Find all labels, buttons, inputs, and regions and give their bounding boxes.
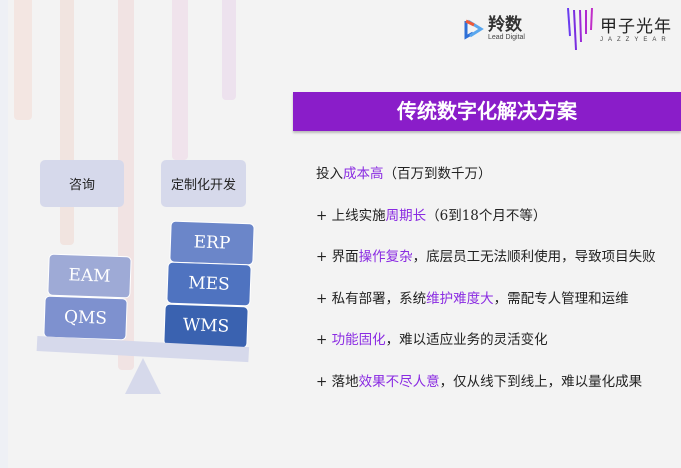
custom-dev-label: 定制化开发: [161, 160, 246, 207]
pain-point-item: 投入成本高（百万到数千万）: [316, 162, 656, 204]
block-mes: MES: [166, 261, 252, 307]
highlight-text: 周期长: [385, 207, 427, 224]
jazzyear-sub: JAZZYEAR: [600, 37, 671, 43]
lingshu-logo: 羚数 Lead Digital: [462, 16, 525, 41]
pain-points-list: 投入成本高（百万到数千万）+ 上线实施周期长（6到18个月不等）+ 界面操作复杂…: [316, 162, 656, 411]
highlight-text: 功能固化: [331, 332, 386, 348]
pain-point-item: + 上线实施周期长（6到18个月不等）: [316, 204, 656, 246]
highlight-text: 效果不尽人意: [358, 373, 440, 390]
point-text: （6到18个月不等）: [426, 207, 547, 224]
point-text: ，需配专人管理和运维: [493, 290, 629, 307]
highlight-text: 成本高: [343, 166, 384, 182]
jazzyear-name: 甲子光年: [600, 17, 672, 37]
jazzyear-logo: 甲子光年 JAZZYEAR: [566, 8, 672, 52]
point-text: 投入: [316, 166, 343, 182]
pain-point-item: + 界面操作复杂，底层员工无法顺利使用，导致项目失败: [316, 245, 656, 287]
point-text: 落地: [331, 373, 359, 390]
page-title: 传统数字化解决方案: [293, 92, 681, 131]
decor-spike: [222, 0, 236, 100]
block-erp: ERP: [169, 220, 255, 266]
point-text: 界面: [331, 249, 359, 265]
jazzyear-logo-icon: [567, 8, 593, 51]
consulting-label: 咨询: [40, 160, 124, 207]
highlight-text: 维护难度大: [426, 290, 494, 307]
pain-point-item: + 落地效果不尽人意，仅从线下到线上，难以量化成果: [316, 370, 656, 412]
decor-spike: [14, 0, 32, 120]
pain-point-item: + 功能固化，难以适应业务的灵活变化: [316, 328, 656, 370]
block-qms: QMS: [43, 295, 128, 341]
point-text: +: [316, 249, 332, 265]
point-text: ，底层员工无法顺利使用，导致项目失败: [412, 249, 656, 265]
point-text: 上线实施: [331, 207, 386, 224]
point-text: +: [316, 332, 332, 348]
decor-spike: [172, 0, 188, 160]
point-text: +: [316, 207, 332, 224]
point-text: 私有部署，系统: [331, 290, 427, 307]
highlight-text: 操作复杂: [358, 249, 413, 265]
left-edge: [0, 0, 8, 468]
point-text: +: [316, 373, 332, 390]
block-wms: WMS: [163, 303, 249, 349]
scale-fulcrum: [125, 358, 161, 394]
point-text: ，仅从线下到线上，难以量化成果: [439, 373, 643, 390]
point-text: ，难以适应业务的灵活变化: [385, 332, 548, 348]
pain-point-item: + 私有部署，系统维护难度大，需配专人管理和运维: [316, 287, 656, 329]
lingshu-logo-icon: [464, 19, 484, 40]
point-text: （百万到数千万）: [383, 166, 492, 182]
point-text: +: [316, 290, 332, 307]
lingshu-sub: Lead Digital: [488, 34, 525, 41]
lingshu-name: 羚数: [488, 15, 522, 35]
block-eam: EAM: [47, 253, 132, 299]
decor-spike: [60, 0, 74, 245]
